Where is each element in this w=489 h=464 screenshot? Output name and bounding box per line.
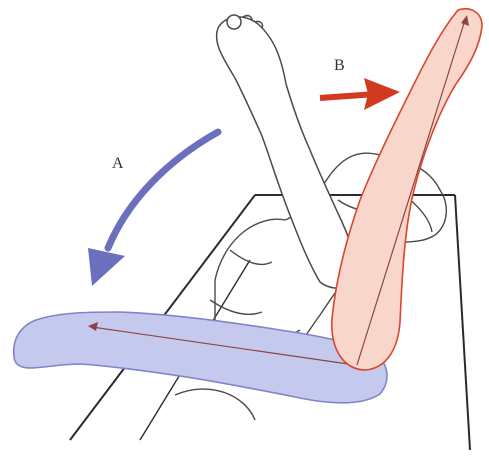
leg-b: [332, 9, 482, 370]
right-arrow-icon: [320, 78, 400, 110]
lower-fold: [175, 389, 255, 420]
leg-b-shape: [332, 9, 482, 370]
label-b: B: [334, 57, 345, 74]
torso-fold-1: [230, 250, 272, 264]
arrow-b-head: [364, 78, 400, 110]
arrow-a-head: [88, 248, 125, 286]
big-toe: [227, 15, 241, 29]
arrow-a-shaft: [108, 132, 218, 248]
label-a: A: [112, 155, 124, 172]
raised-leg: [217, 15, 357, 288]
table-right-edge: [455, 195, 470, 450]
curved-arrow-icon: [88, 132, 218, 286]
